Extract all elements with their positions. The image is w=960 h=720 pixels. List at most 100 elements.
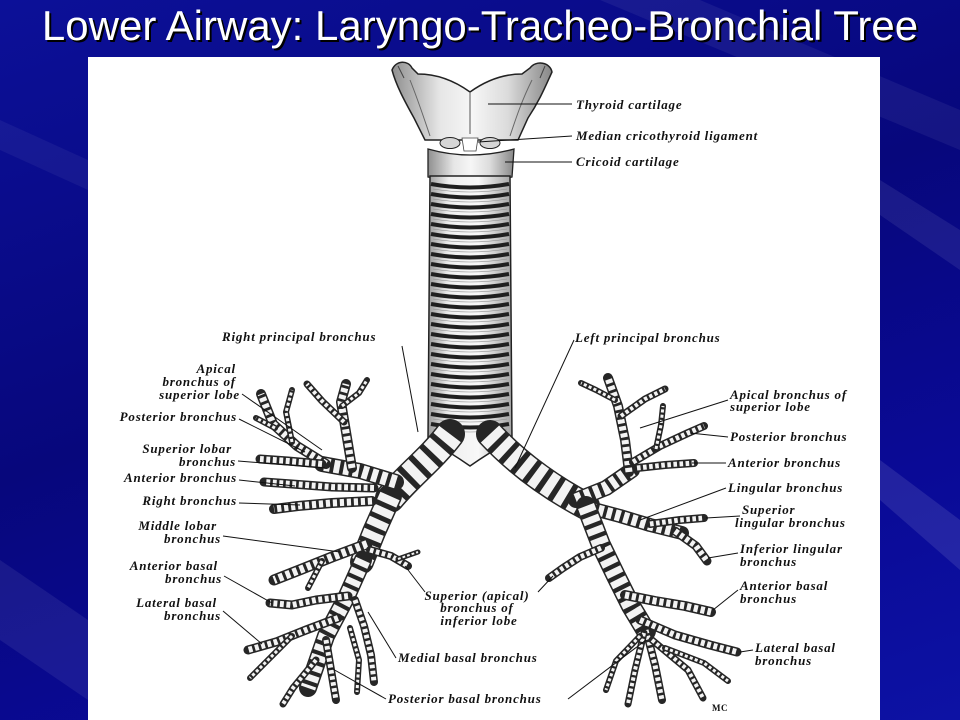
label-line: Inferior lingular	[739, 541, 843, 556]
left-basal-branch-b-cartilage-rings	[626, 632, 646, 705]
median-cricothyroid-ligament	[461, 137, 479, 152]
leader-lines	[222, 103, 754, 700]
tracheal-ring	[430, 392, 510, 400]
thyroid-horn-right	[539, 65, 546, 79]
leader-right-anterior-bronchus	[238, 479, 296, 487]
left-superior-apical-lower-bronchus	[545, 544, 605, 582]
left-lower-lobe-trunk-cartilage-rings	[578, 502, 654, 636]
label-cricoid-cartilage: Cricoid cartilage	[576, 154, 680, 169]
leader-median-cricothyroid-ligament	[477, 135, 573, 143]
tracheal-ring	[430, 242, 510, 250]
tracheal-ring	[430, 302, 510, 310]
tracheal-ring	[430, 282, 510, 290]
thyroid-cartilage	[391, 61, 553, 141]
label-line: Apical	[195, 361, 235, 376]
labels: Thyroid cartilage Median cricothyroid li…	[120, 97, 848, 713]
right-upper-horizontal-branch	[255, 454, 327, 469]
larynx	[391, 61, 553, 183]
label-right-principal-bronchus: Right principal bronchus	[221, 329, 376, 344]
leader-right-bronchus	[238, 502, 301, 506]
tracheal-ring	[430, 182, 510, 190]
tracheal-ring-gap	[432, 408, 508, 413]
right-medial-basal-bronchus-cartilage-rings	[352, 599, 377, 683]
left-basal-branch-d	[662, 645, 731, 684]
tracheal-ring-gap	[432, 328, 508, 333]
left-apical-branch-b	[578, 380, 618, 403]
left-basal-branch-d-wall	[662, 645, 731, 684]
leader-superior-apical-right	[537, 575, 554, 593]
right-anterior-bronchus-cartilage-rings	[263, 479, 375, 491]
label-thyroid-cartilage: Thyroid cartilage	[576, 97, 682, 112]
right-middle-lobar-branch	[305, 558, 325, 591]
label-line: Anterior basal	[739, 578, 828, 593]
tracheal-ring	[430, 322, 510, 330]
right-posterior-branch-b-cartilage-rings	[255, 416, 276, 430]
left-apical-branch-b-cartilage-rings	[580, 381, 616, 402]
tracheal-ring-gap	[432, 198, 508, 203]
tracheal-ring-gap	[432, 188, 508, 193]
thyroid-shading-left	[409, 79, 431, 137]
trachea	[427, 175, 513, 467]
tracheal-ring	[430, 352, 510, 360]
streak	[0, 560, 88, 700]
left-anterior-basal-bronchus	[620, 590, 716, 617]
label-right-superior-lobar-bronchus: Superior lobar bronchus	[142, 441, 236, 469]
right-posterior-basal-bronchus-cartilage-rings	[323, 639, 339, 701]
right-anterior-basal-bronchus-cartilage-rings	[269, 593, 349, 608]
right-posterior-branch-a	[283, 387, 295, 445]
label-line: bronchus	[740, 554, 797, 569]
leader-right-anterior-basal-bronchus	[223, 575, 273, 604]
streak	[880, 180, 960, 270]
label-line: bronchus	[165, 571, 222, 586]
streak	[880, 460, 960, 570]
label-right-apical-bronchus: Apical bronchus of superior lobe	[158, 361, 240, 402]
tracheal-ring	[430, 372, 510, 380]
tracheal-ring	[430, 382, 510, 390]
left-upper-lobe-bronchus	[568, 462, 640, 508]
right-posterior-basal-branch-a	[279, 656, 320, 708]
label-right-anterior-bronchus: Anterior bronchus	[123, 470, 237, 485]
tracheal-ring-gap	[432, 338, 508, 343]
left-lingular-bronchus	[583, 501, 689, 540]
leader-left-lateral-basal-bronchus	[739, 649, 754, 653]
tracheal-ring	[430, 312, 510, 320]
tracheal-ring-gap	[432, 268, 508, 273]
left-posterior-bronchus	[629, 422, 708, 466]
label-median-cricothyroid-ligament: Median cricothyroid ligament	[575, 128, 758, 143]
left-lingular-bronchus-cartilage-rings	[588, 502, 684, 539]
streak	[0, 120, 88, 190]
label-superior-apical-bronchus-inferior-lobe: Superior (apical) bronchus of inferior l…	[424, 588, 533, 628]
right-superior-apical-lower-branch	[395, 549, 421, 562]
right-posterior-basal-branch-b-cartilage-rings	[348, 627, 361, 693]
right-superior-lobar-bronchus	[314, 456, 404, 490]
label-right-middle-lobar-bronchus: Middle lobar bronchus	[137, 518, 221, 546]
left-posterior-bronchus-cartilage-rings	[631, 423, 706, 465]
tracheal-ring-gap	[432, 208, 508, 213]
right-apical-branch-a-cartilage-rings	[305, 382, 346, 424]
tracheal-ring	[430, 272, 510, 280]
leader-right-lateral-basal-bronchus	[222, 610, 263, 645]
tracheal-ring	[430, 202, 510, 210]
label-line: lingular bronchus	[735, 515, 846, 530]
left-posterior-branch-cartilage-rings	[654, 405, 665, 450]
label-line: Apical bronchus of	[729, 387, 848, 402]
left-apicoposterior-bronchus-cartilage-rings	[604, 376, 633, 473]
left-basal-branch-b	[624, 629, 648, 708]
label-line: superior lobe	[729, 399, 811, 414]
right-posterior-basal-bronchus	[322, 636, 340, 704]
leader-superior-apical-left	[404, 565, 426, 593]
right-posterior-branch-b	[253, 415, 278, 431]
bronchial-tree	[243, 373, 742, 708]
tracheal-ring	[430, 232, 510, 240]
leader-right-posterior-bronchus	[238, 418, 306, 453]
label-left-posterior-bronchus: Posterior bronchus	[730, 429, 847, 444]
right-middle-lobar-bronchus-cartilage-rings	[272, 540, 369, 584]
leader-left-posterior-bronchus	[689, 432, 729, 438]
leader-posterior-basal-right	[567, 639, 647, 700]
left-anterior-bronchus-cartilage-rings	[636, 460, 695, 471]
left-inferior-lingular-bronchus	[670, 526, 712, 566]
leader-posterior-basal-left	[330, 667, 387, 700]
tracheal-ring-gap	[432, 348, 508, 353]
left-apical-branch-a	[617, 385, 669, 420]
label-line: bronchus of	[440, 600, 514, 615]
